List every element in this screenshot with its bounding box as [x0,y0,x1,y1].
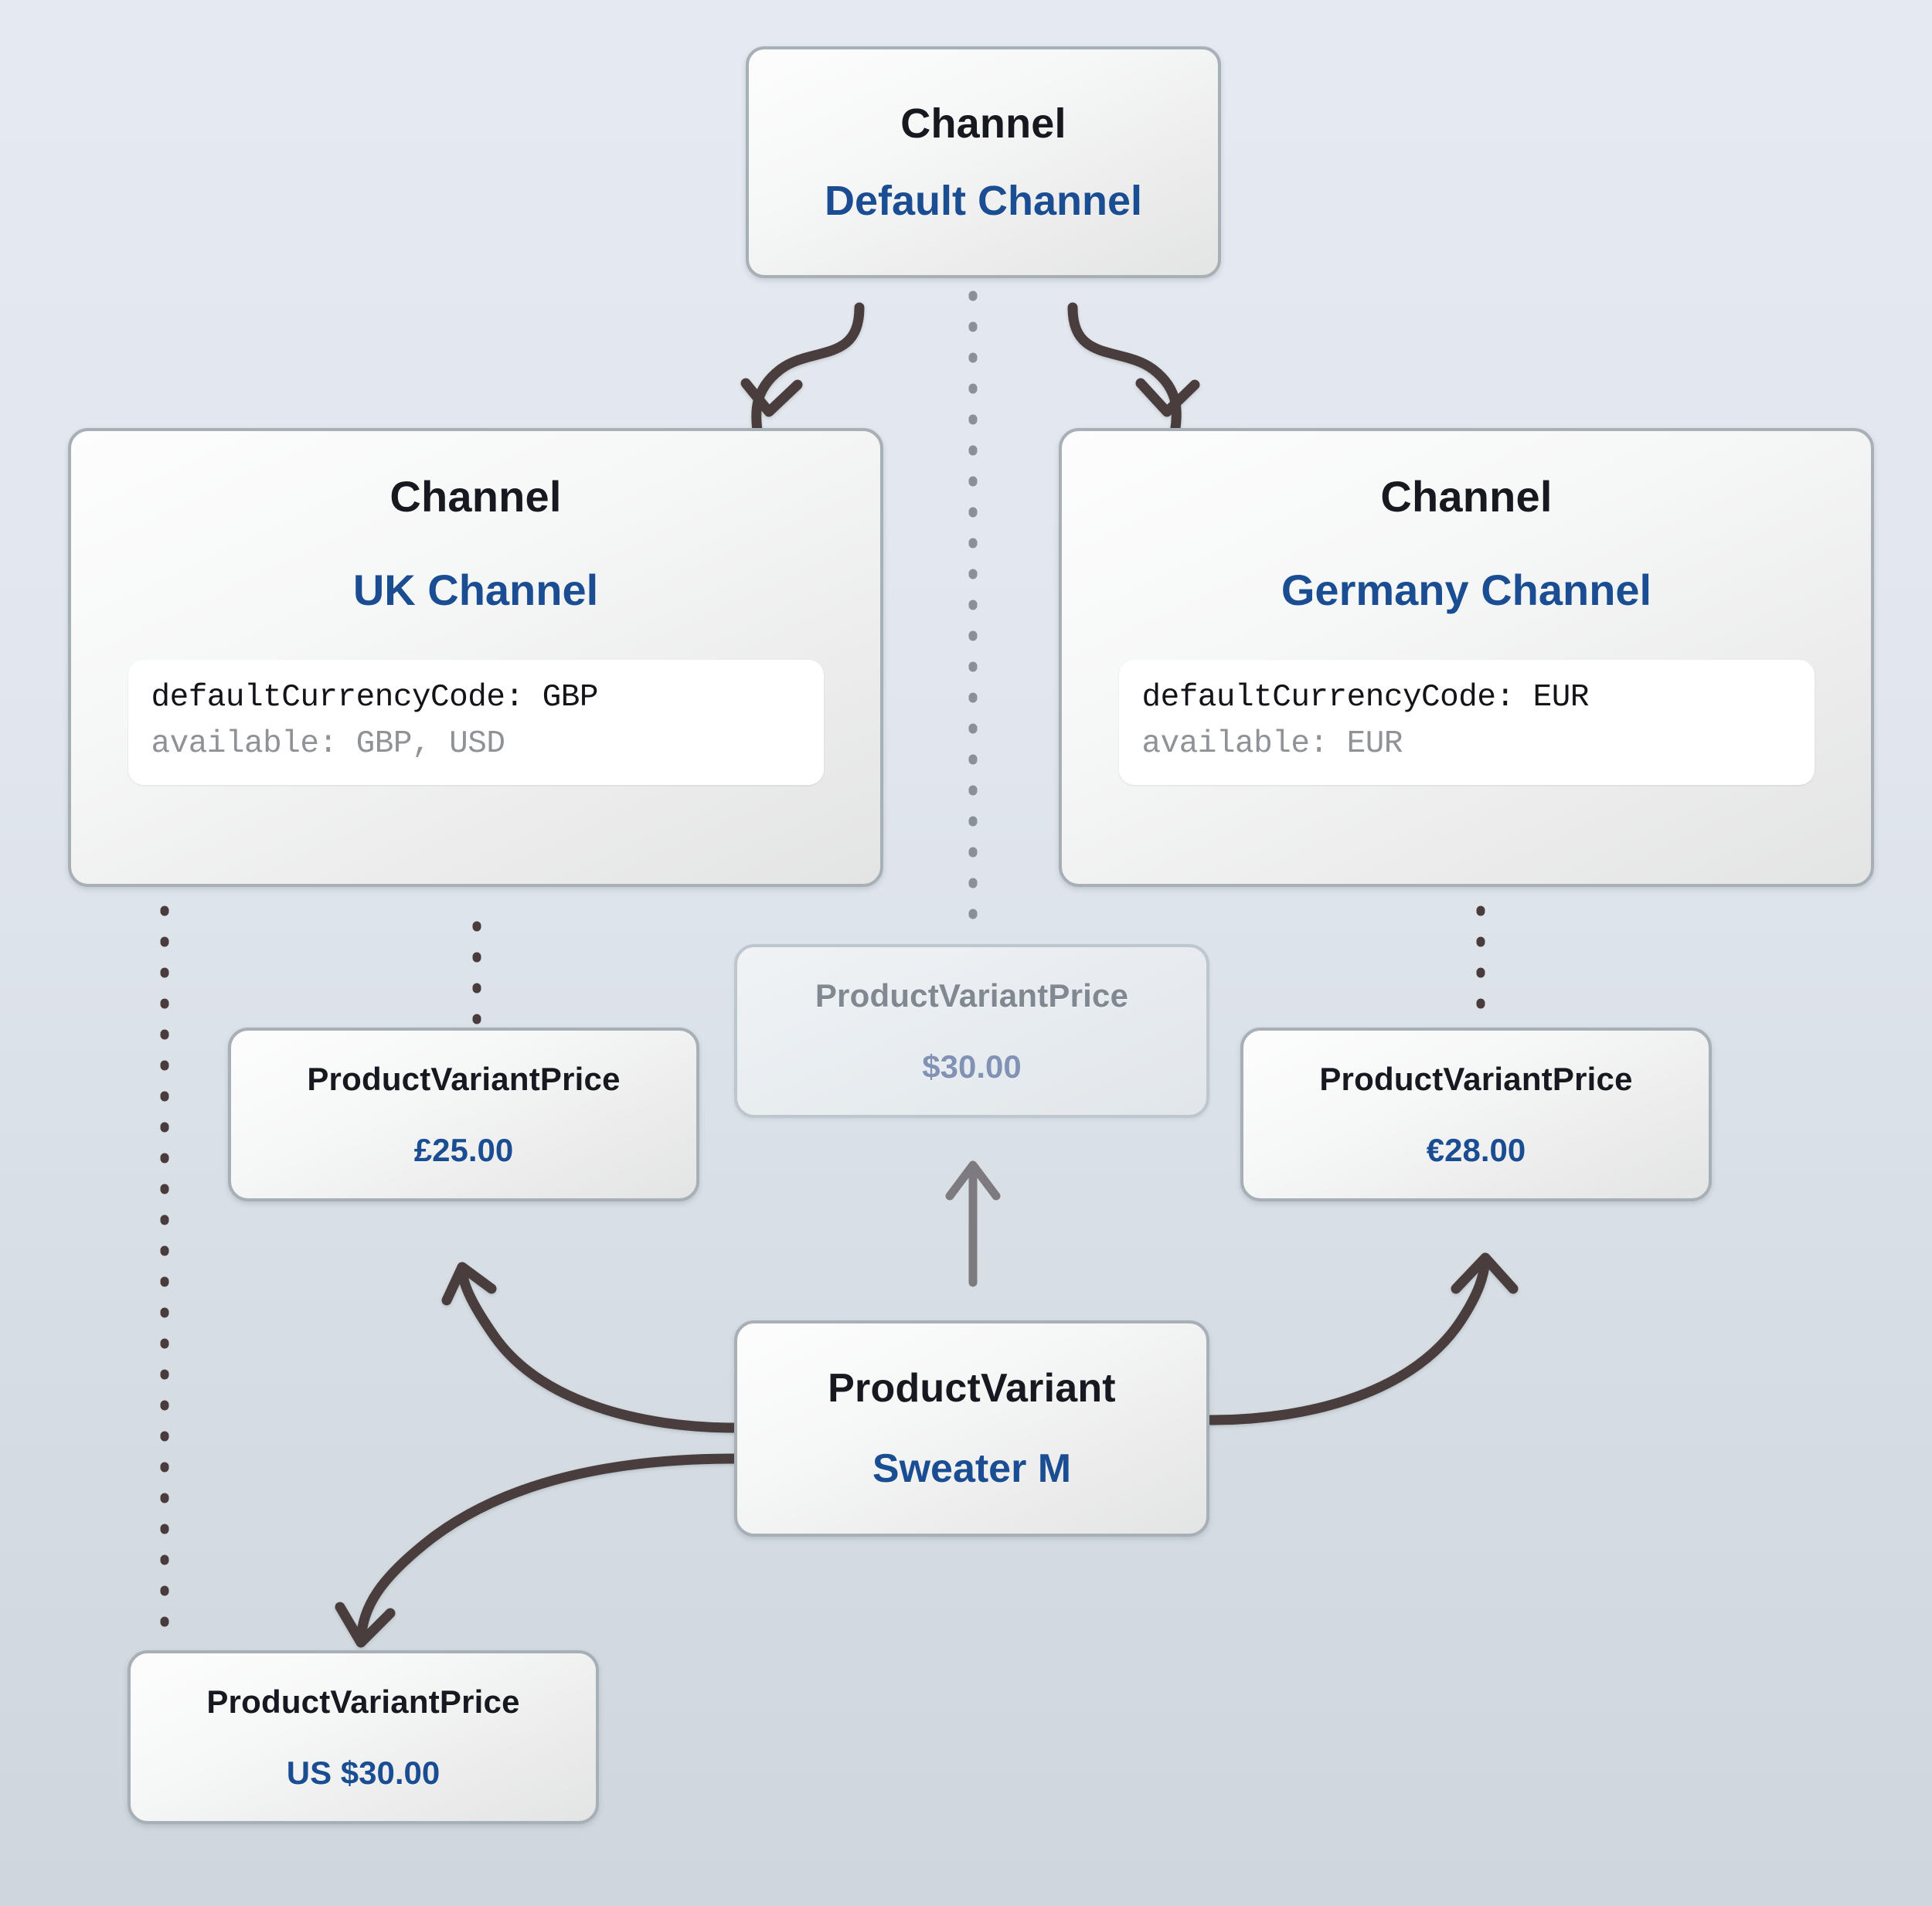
node-type-label: ProductVariantPrice [307,1060,621,1097]
node-type-label: Channel [389,472,562,521]
edge-variant-to-eur-head [1451,1252,1519,1294]
node-price-default-usd[interactable]: ProductVariantPrice $30.00 [734,944,1209,1118]
edge-variant-to-eur [1205,1255,1491,1425]
node-price-gbp[interactable]: ProductVariantPrice £25.00 [228,1028,699,1201]
node-name-label: Default Channel [824,178,1143,224]
edge-root-to-de-head [1135,378,1200,417]
node-default-channel[interactable]: Channel Default Channel [746,46,1221,278]
germany-currency-properties: defaultCurrencyCode: EUR available: EUR [1118,660,1815,785]
node-uk-channel[interactable]: Channel UK Channel defaultCurrencyCode: … [68,428,883,887]
node-type-label: Channel [900,100,1066,147]
default-currency-code-line: defaultCurrencyCode: GBP [151,680,599,715]
node-name-label: UK Channel [352,566,599,614]
node-name-label: Germany Channel [1281,566,1652,614]
node-price-value: €28.00 [1426,1131,1526,1168]
node-price-eur[interactable]: ProductVariantPrice €28.00 [1240,1028,1712,1201]
edge-variant-to-default-price-head [945,1160,1001,1201]
node-price-value: $30.00 [922,1048,1022,1085]
node-type-label: ProductVariantPrice [206,1683,520,1720]
node-type-label: Channel [1380,472,1553,521]
edge-variant-to-usd [355,1453,740,1645]
edge-variant-to-gbp-head [441,1262,497,1306]
node-price-usd[interactable]: ProductVariantPrice US $30.00 [128,1650,599,1824]
node-price-value: US $30.00 [286,1754,440,1791]
node-product-variant[interactable]: ProductVariant Sweater M [734,1320,1209,1537]
available-currencies-line: available: GBP, USD [151,726,505,762]
edge-variant-to-gbp [457,1266,740,1433]
available-currencies-line: available: EUR [1141,726,1403,762]
node-germany-channel[interactable]: Channel Germany Channel defaultCurrencyC… [1059,428,1874,887]
uk-currency-properties: defaultCurrencyCode: GBP available: GBP,… [128,660,824,785]
node-name-label: Sweater M [872,1446,1072,1491]
node-type-label: ProductVariantPrice [1319,1060,1633,1097]
node-type-label: ProductVariant [828,1366,1116,1411]
default-currency-code-line: defaultCurrencyCode: EUR [1141,680,1590,715]
edge-variant-to-usd-head [335,1602,396,1648]
node-price-value: £25.00 [413,1131,514,1168]
node-type-label: ProductVariantPrice [815,977,1129,1014]
edge-root-to-uk-head [740,378,803,417]
